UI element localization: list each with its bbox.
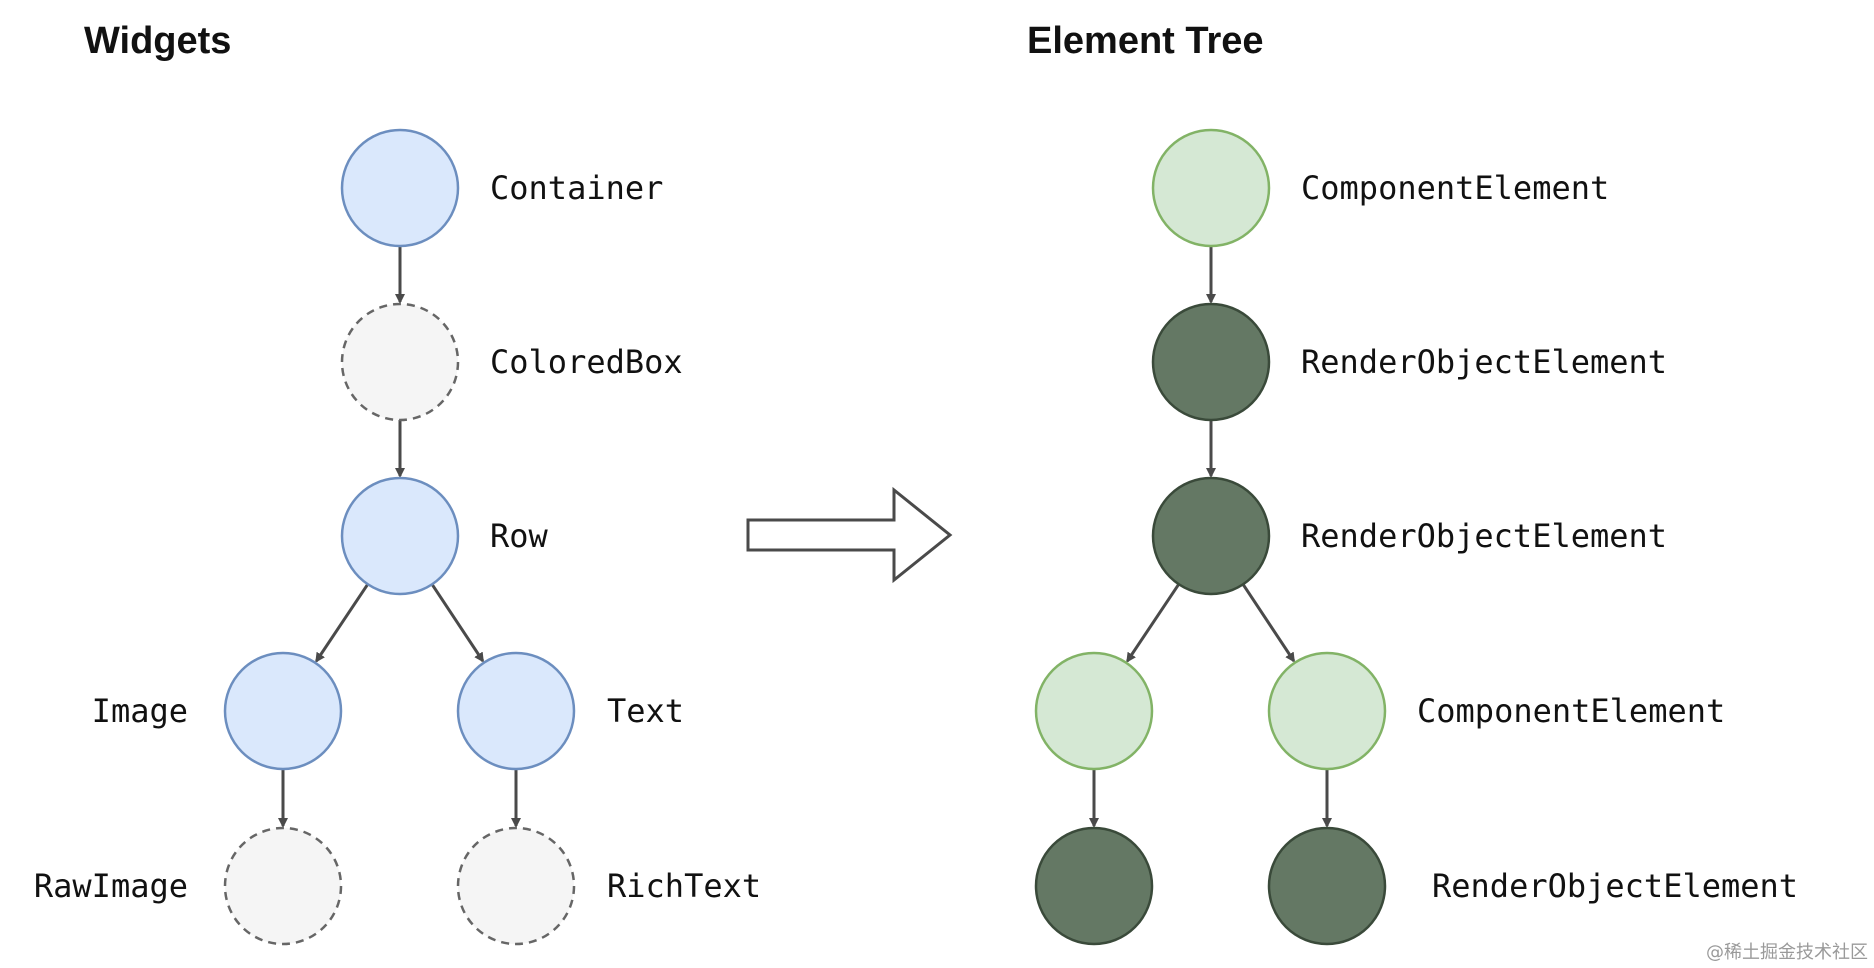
node-label-render-1: RenderObjectElement xyxy=(1301,343,1667,381)
widgets-title: Widgets xyxy=(84,20,231,62)
edge-arrow-render_2-to-component_left xyxy=(1126,583,1181,663)
node-root xyxy=(1151,128,1271,248)
edges-layer xyxy=(278,246,1332,828)
node-container xyxy=(340,128,460,248)
element-tree-title: Element Tree xyxy=(1027,20,1264,62)
node-render-left xyxy=(1034,826,1154,946)
node-render-2 xyxy=(1151,476,1271,596)
node-render-1 xyxy=(1151,302,1271,422)
edge-arrow-row-to-text xyxy=(430,583,485,663)
node-label-image: Image xyxy=(92,692,188,730)
node-label-rich-text: RichText xyxy=(607,867,761,905)
node-rich-text xyxy=(456,826,576,946)
edge-arrow-render_2-to-component_right xyxy=(1241,583,1296,663)
node-label-colored-box: ColoredBox xyxy=(490,343,683,381)
node-label-raw-image: RawImage xyxy=(34,867,188,905)
node-raw-image xyxy=(223,826,343,946)
node-label-container: Container xyxy=(490,169,663,207)
node-label-component-right: ComponentElement xyxy=(1417,692,1725,730)
node-label-render-right: RenderObjectElement xyxy=(1432,867,1798,905)
node-text xyxy=(456,651,576,771)
node-label-text: Text xyxy=(607,692,684,730)
node-render-right xyxy=(1267,826,1387,946)
node-label-render-2: RenderObjectElement xyxy=(1301,517,1667,555)
edge-arrow-row-to-image xyxy=(315,583,370,663)
node-component-right xyxy=(1267,651,1387,771)
watermark: @稀土掘金技术社区 xyxy=(1706,942,1868,963)
node-image xyxy=(223,651,343,771)
node-row xyxy=(340,476,460,596)
node-label-root: ComponentElement xyxy=(1301,169,1609,207)
node-label-row: Row xyxy=(490,517,549,555)
node-colored-box xyxy=(340,302,460,422)
transform-arrow-icon xyxy=(746,486,953,584)
node-component-left xyxy=(1034,651,1154,771)
